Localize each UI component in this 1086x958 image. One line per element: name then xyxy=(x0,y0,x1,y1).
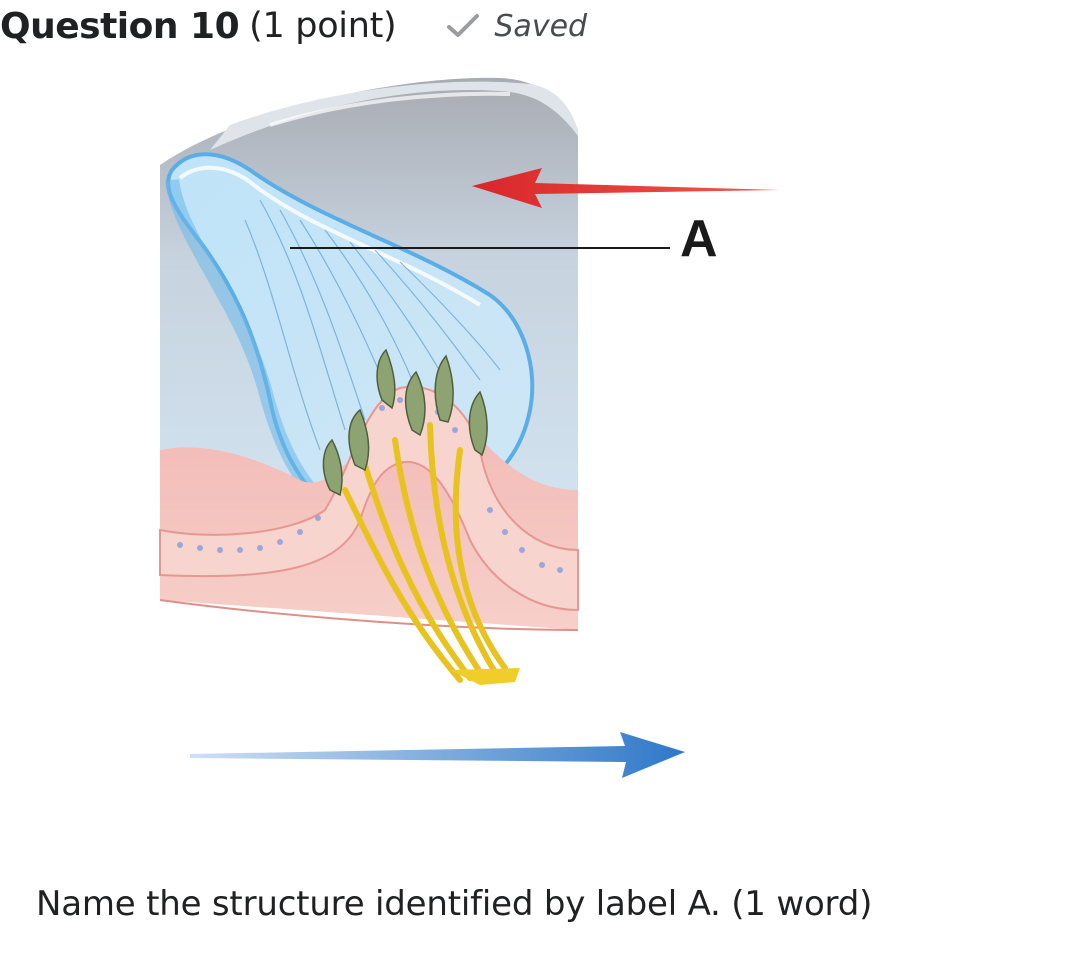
saved-label: Saved xyxy=(494,8,588,44)
question-prompt: Name the structure identified by label A… xyxy=(36,884,873,924)
saved-status: Saved xyxy=(446,9,587,44)
blue-arrow xyxy=(190,732,685,778)
hair-cells xyxy=(322,348,488,497)
question-title: Question 10 xyxy=(0,5,240,47)
red-arrow xyxy=(472,168,780,208)
question-header: Question 10 (1 point) Saved xyxy=(0,4,587,48)
canal-wall-rim xyxy=(210,81,578,150)
nerve-fibers xyxy=(342,422,508,683)
label-a: A xyxy=(680,210,718,268)
crista-ampullaris-diagram: A xyxy=(159,77,780,778)
check-icon xyxy=(447,14,480,37)
question-points: (1 point) xyxy=(249,6,397,46)
